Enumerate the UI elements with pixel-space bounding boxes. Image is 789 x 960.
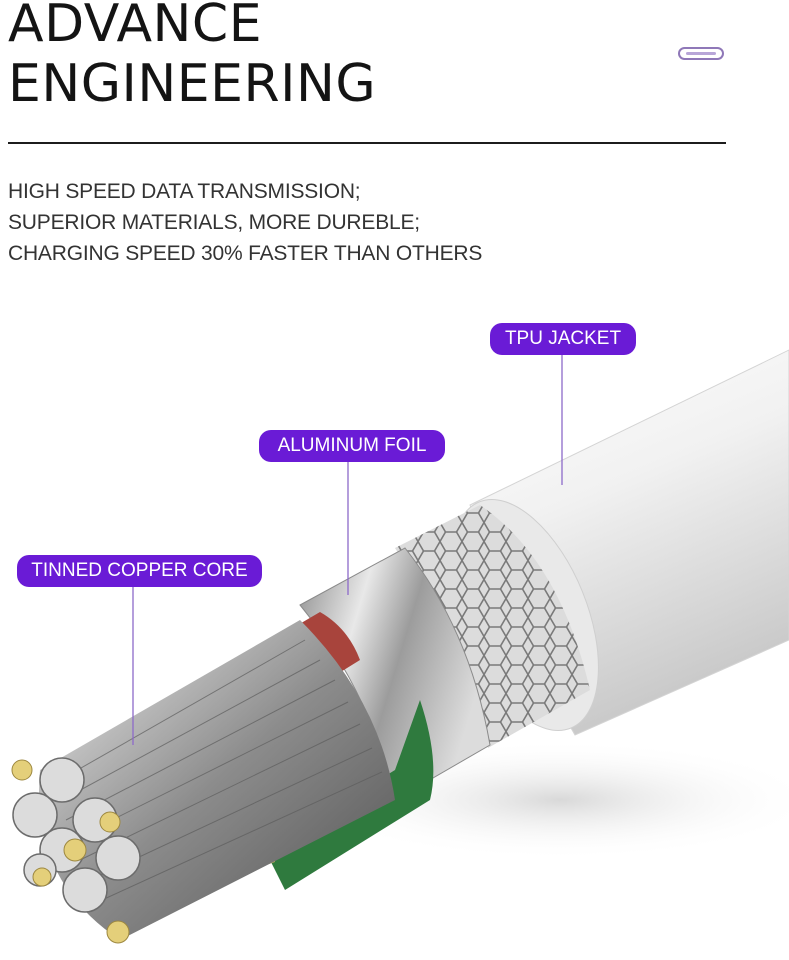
label-tinned-copper-core: TINNED COPPER CORE — [17, 555, 262, 587]
title-line-1: ADVANCE — [8, 0, 263, 54]
cable-illustration — [11, 349, 789, 944]
usb-c-port-icon — [678, 47, 724, 60]
gold-caps — [11, 759, 130, 944]
feature-item: CHARGING SPEED 30% FASTER THAN OTHERS — [8, 242, 483, 265]
divider-rule — [8, 142, 726, 144]
title-line-2: ENGINEERING — [8, 54, 377, 114]
strand-ends — [12, 757, 141, 913]
label-tpu-jacket: TPU JACKET — [490, 323, 636, 355]
label-aluminum-foil: ALUMINUM FOIL — [259, 430, 445, 462]
feature-item: SUPERIOR MATERIALS, MORE DUREBLE; — [8, 211, 420, 234]
page-title: ADVANCE ENGINEERING — [8, 0, 376, 114]
feature-list: HIGH SPEED DATA TRANSMISSION; SUPERIOR M… — [8, 176, 482, 269]
feature-item: HIGH SPEED DATA TRANSMISSION; — [8, 180, 361, 203]
strand-lines — [59, 639, 383, 901]
